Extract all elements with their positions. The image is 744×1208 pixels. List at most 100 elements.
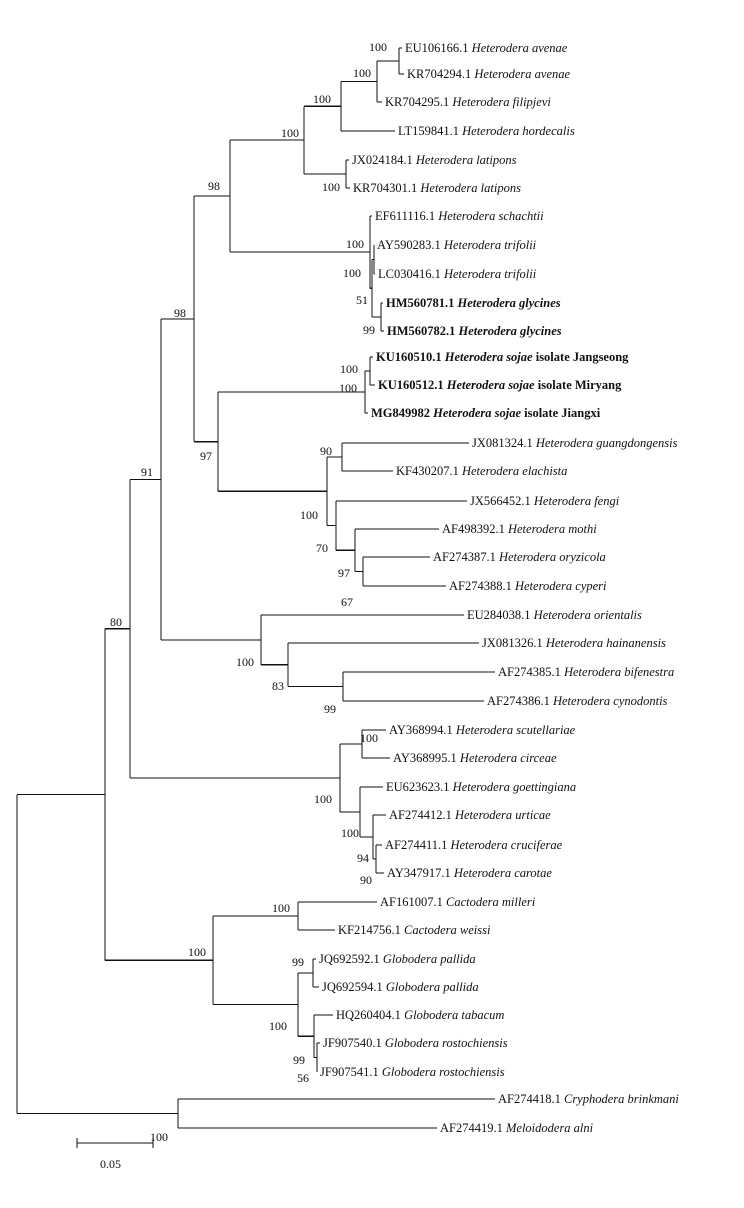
species-name: Heterodera avenae <box>471 41 568 55</box>
accession: KR704295.1 <box>385 95 452 109</box>
accession: JX081326.1 <box>482 636 546 650</box>
species-name: Heterodera cyperi <box>514 579 607 593</box>
species-name: Heterodera latipons <box>415 153 517 167</box>
support-n98a: 98 <box>208 179 220 193</box>
support-n80: 80 <box>110 615 122 629</box>
accession: AF274419.1 <box>440 1121 506 1135</box>
tip-label-l4: LT159841.1 Heterodera hordecalis <box>398 124 575 138</box>
accession: KF430207.1 <box>396 464 462 478</box>
species-name: Globodera pallida <box>383 952 476 966</box>
scale-bar-label: 0.05 <box>100 1157 121 1171</box>
support-n100cac: 100 <box>272 901 290 915</box>
species-name: Cryphodera brinkmani <box>564 1092 679 1106</box>
tip-label-l37: JF907541.1 Globodera rostochiensis <box>320 1065 505 1079</box>
isolate: isolate Miryang <box>535 378 623 392</box>
species-name: Heterodera latipons <box>419 181 521 195</box>
tip-label-l9: LC030416.1 Heterodera trifolii <box>378 267 537 281</box>
support-n94: 94 <box>357 851 369 865</box>
species-name: Cactodera weissi <box>404 923 491 937</box>
isolate: isolate Jiangxi <box>521 406 601 420</box>
species-name: Heterodera sojae <box>446 378 535 392</box>
tree-branches <box>16 47 495 1129</box>
tip-label-l3: KR704295.1 Heterodera filipjevi <box>385 95 551 109</box>
species-name: Heterodera cynodontis <box>552 694 668 708</box>
support-n100b: 100 <box>353 66 371 80</box>
support-n100gua: 100 <box>300 508 318 522</box>
tip-label-l21: EU284038.1 Heterodera orientalis <box>467 608 642 622</box>
accession: AF274387.1 <box>433 550 499 564</box>
accession: AF274412.1 <box>389 808 455 822</box>
species-name: Heterodera scutellariae <box>455 723 576 737</box>
support-n100glo: 100 <box>269 1019 287 1033</box>
species-name: Heterodera glycines <box>457 296 561 310</box>
support-n99tab: 99 <box>293 1053 305 1067</box>
accession: AY590283.1 <box>377 238 444 252</box>
species-name: Heterodera mothi <box>507 522 597 536</box>
accession: AY368994.1 <box>389 723 456 737</box>
support-n67: 67 <box>341 595 353 609</box>
tip-label-l36: JF907540.1 Globodera rostochiensis <box>323 1036 508 1050</box>
tip-label-l13: KU160512.1 Heterodera sojae isolate Miry… <box>378 378 622 392</box>
support-n100lat: 100 <box>322 180 340 194</box>
support-n100sch: 100 <box>346 237 364 251</box>
species-name: Heterodera cruciferae <box>450 838 563 852</box>
species-name: Globodera pallida <box>386 980 479 994</box>
accession: JF907540.1 <box>323 1036 385 1050</box>
accession: KU160512.1 <box>378 378 447 392</box>
tip-label-l8: AY590283.1 Heterodera trifolii <box>377 238 537 252</box>
accession: LC030416.1 <box>378 267 444 281</box>
support-n100top: 100 <box>281 126 299 140</box>
isolate: isolate Jangseong <box>533 350 630 364</box>
species-name: Heterodera carotae <box>453 866 552 880</box>
tip-label-l30: AY347917.1 Heterodera carotae <box>387 866 552 880</box>
tip-label-l24: AF274386.1 Heterodera cynodontis <box>487 694 668 708</box>
tip-label-l6: KR704301.1 Heterodera latipons <box>353 181 521 195</box>
species-name: Heterodera trifolii <box>443 267 537 281</box>
support-n56: 56 <box>297 1071 309 1085</box>
accession: AF274385.1 <box>498 665 564 679</box>
support-n100goe: 100 <box>341 826 359 840</box>
species-name: Heterodera sojae <box>432 406 521 420</box>
support-n70: 70 <box>316 541 328 555</box>
species-name: Heterodera glycines <box>458 324 562 338</box>
species-name: Meloidodera alni <box>505 1121 594 1135</box>
species-name: Heterodera filipjevi <box>451 95 551 109</box>
accession: JQ692594.1 <box>322 980 386 994</box>
accession: JX566452.1 <box>470 494 534 508</box>
species-name: Heterodera avenae <box>473 67 570 81</box>
accession: AF274388.1 <box>449 579 515 593</box>
support-n97: 97 <box>200 449 212 463</box>
support-n100ori: 100 <box>236 655 254 669</box>
accession: EU106166.1 <box>405 41 472 55</box>
species-name: Heterodera trifolii <box>443 238 537 252</box>
support-values: 1001001001001001009951100100981001009067… <box>110 40 387 1144</box>
accession: AF274411.1 <box>385 838 451 852</box>
species-name: Heterodera urticae <box>454 808 551 822</box>
support-n100c: 100 <box>313 92 331 106</box>
tip-label-l27: EU623623.1 Heterodera goettingiana <box>386 780 576 794</box>
accession: AF161007.1 <box>380 895 446 909</box>
tip-label-l5: JX024184.1 Heterodera latipons <box>352 153 517 167</box>
tip-label-l33: JQ692592.1 Globodera pallida <box>319 952 476 966</box>
tip-label-l26: AY368995.1 Heterodera circeae <box>393 751 557 765</box>
tip-label-l14: MG849982 Heterodera sojae isolate Jiangx… <box>371 406 601 420</box>
species-name: Heterodera hordecalis <box>461 124 575 138</box>
accession: LT159841.1 <box>398 124 462 138</box>
species-name: Heterodera schachtii <box>437 209 544 223</box>
species-name: Heterodera elachista <box>461 464 567 478</box>
tip-label-l32: KF214756.1 Cactodera weissi <box>338 923 491 937</box>
accession: KR704301.1 <box>353 181 420 195</box>
accession: JX024184.1 <box>352 153 416 167</box>
tip-label-l19: AF274387.1 Heterodera oryzicola <box>433 550 606 564</box>
accession: JX081324.1 <box>472 436 536 450</box>
species-name: Heterodera bifenestra <box>563 665 674 679</box>
species-name: Heterodera sojae <box>444 350 533 364</box>
tip-label-l34: JQ692594.1 Globodera pallida <box>322 980 479 994</box>
support-n99pal: 99 <box>292 955 304 969</box>
accession: MG849982 <box>371 406 433 420</box>
accession: AY347917.1 <box>387 866 454 880</box>
tip-label-l25: AY368994.1 Heterodera scutellariae <box>389 723 576 737</box>
species-name: Heterodera oryzicola <box>498 550 606 564</box>
tip-label-l17: JX566452.1 Heterodera fengi <box>470 494 620 508</box>
